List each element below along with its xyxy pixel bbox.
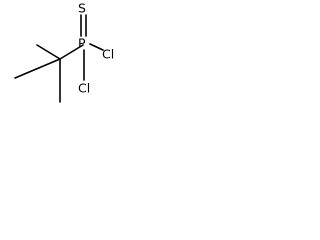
chlorine-right-atom-label: Cl — [102, 47, 114, 62]
chemical-structure: S P Cl Cl — [14, 1, 114, 103]
chlorine-bottom-atom-label: Cl — [78, 81, 90, 96]
bond-phosphorus-chlorine-right — [89, 43, 104, 51]
bond-quaternary-carbon-to-left-methyl — [14, 58, 61, 79]
bond-quaternary-carbon-to-phosphorus — [59, 44, 84, 60]
sulfur-atom-label: S — [78, 1, 86, 16]
bond-quaternary-carbon-to-upper-methyl — [36, 44, 61, 60]
phosphorus-atom-label: P — [78, 36, 86, 51]
